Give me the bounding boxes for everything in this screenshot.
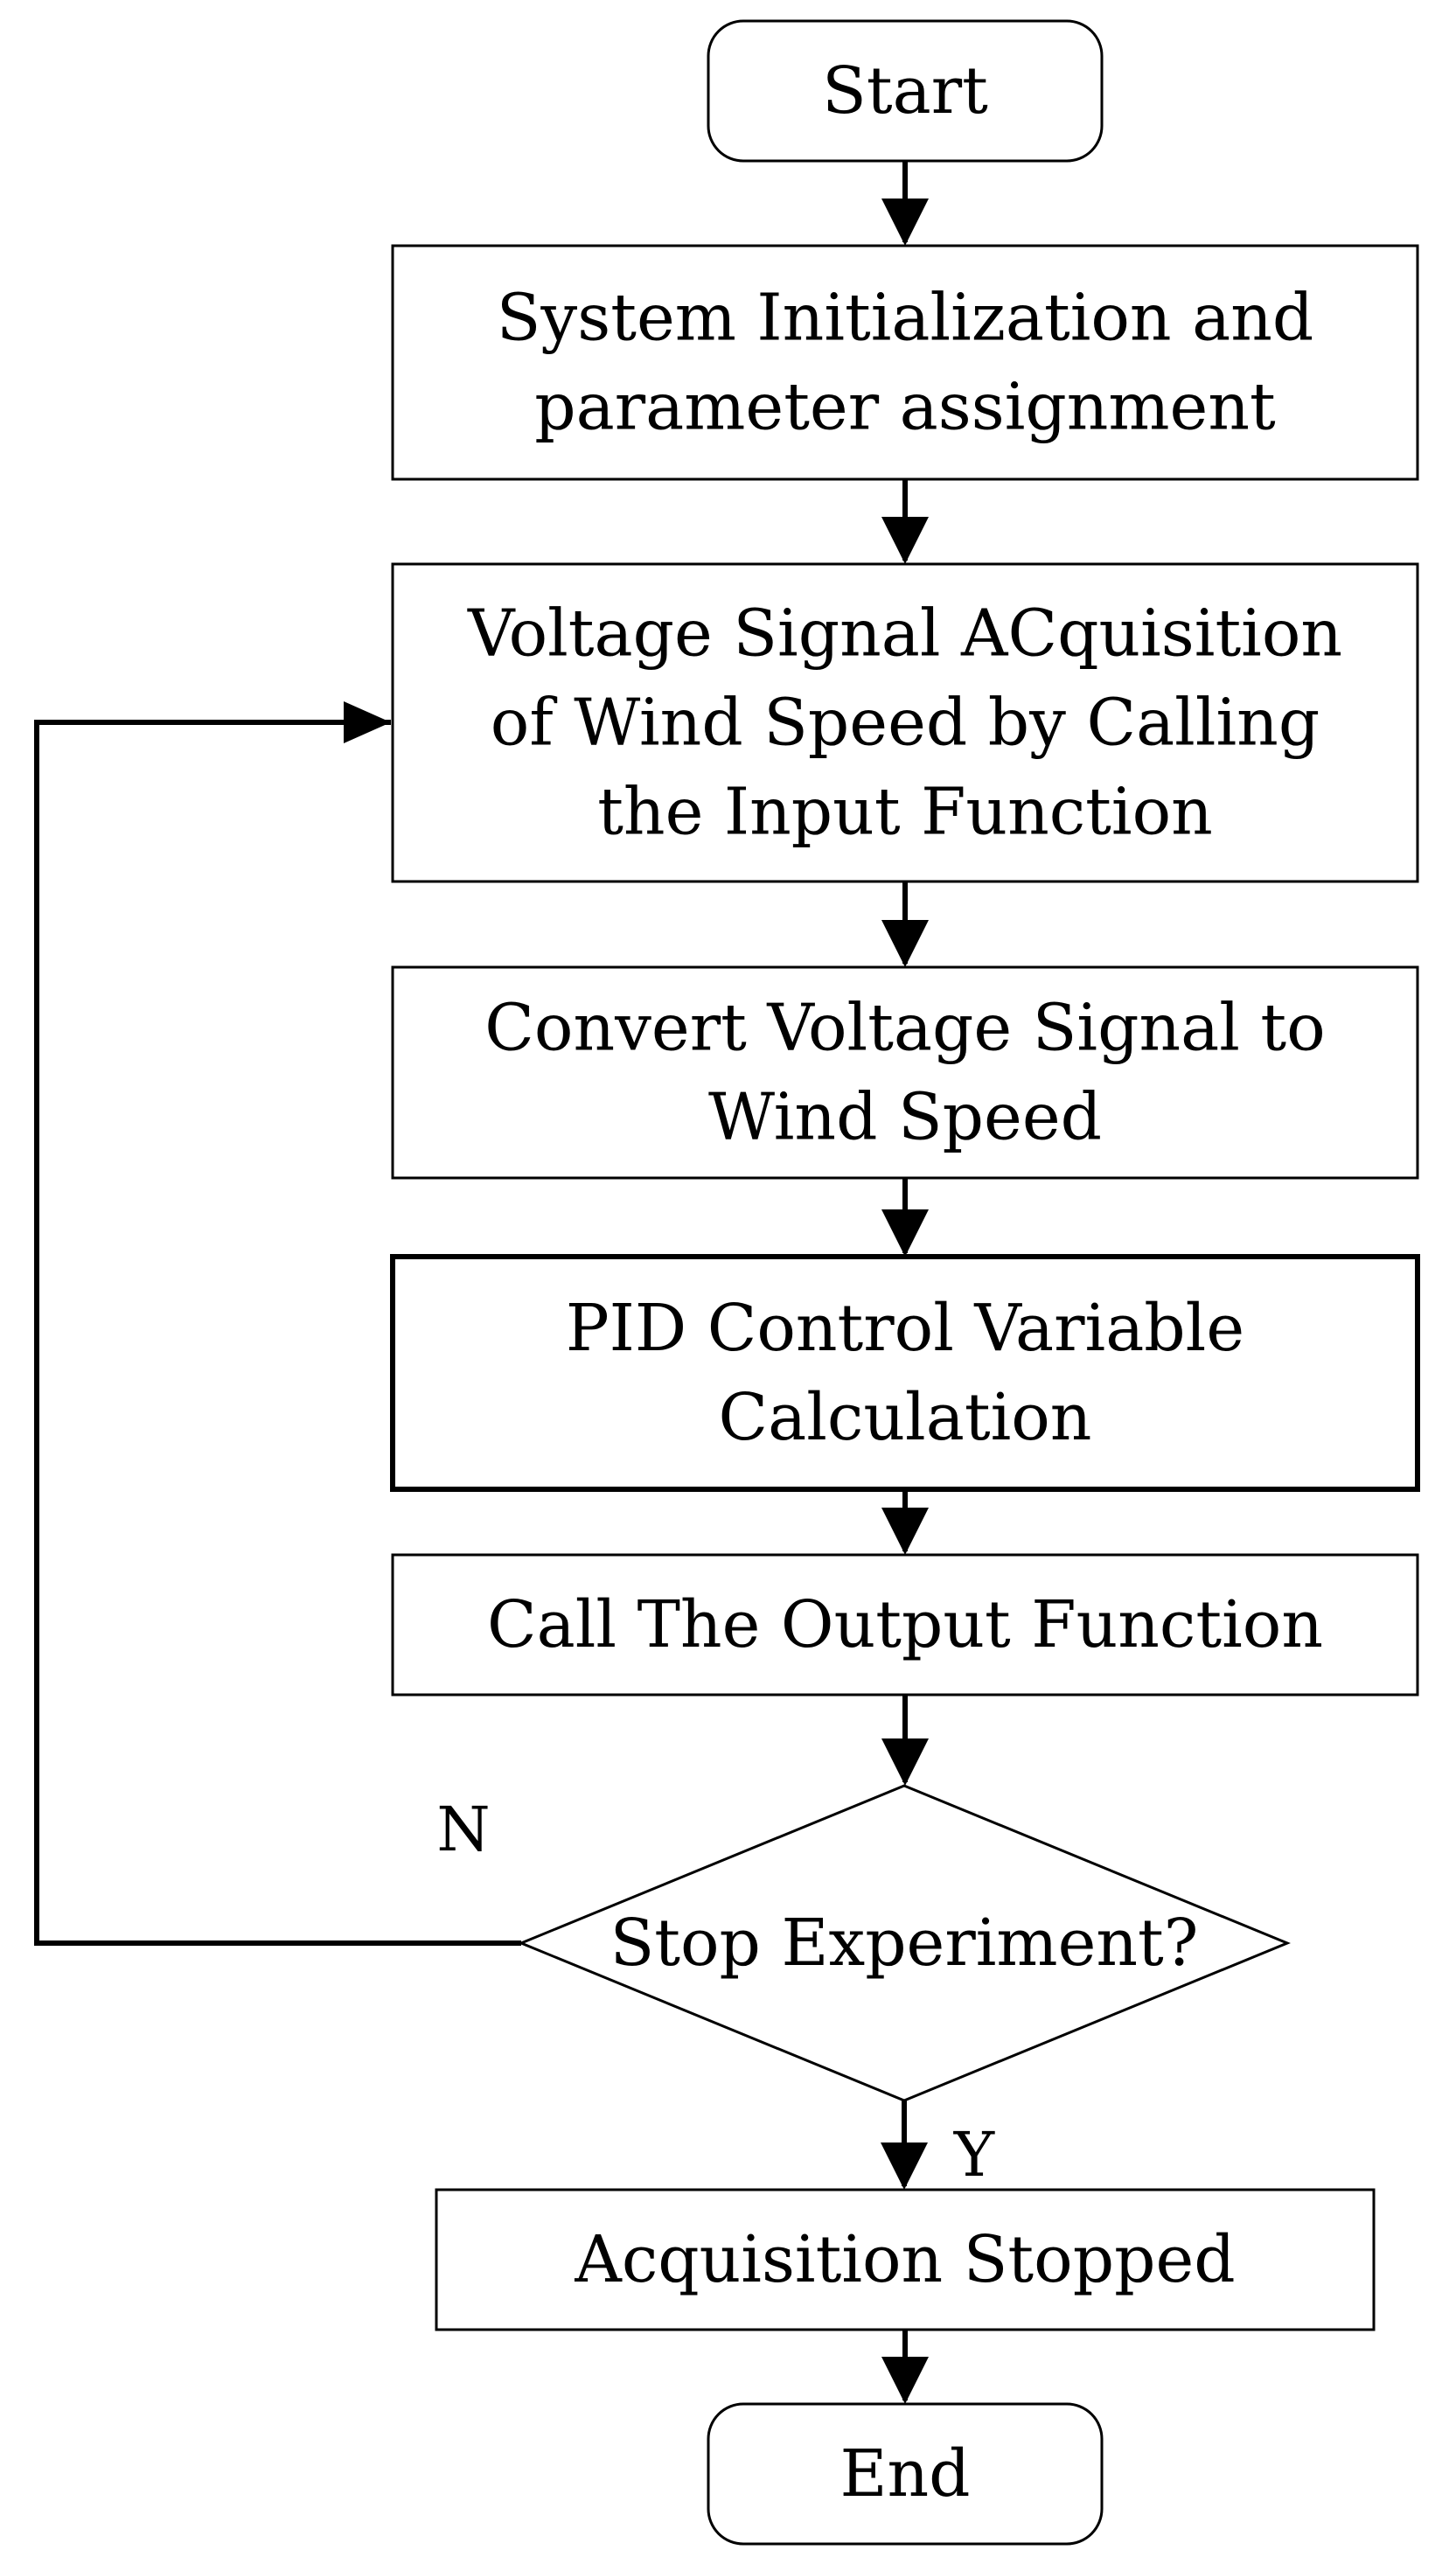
node-label-convert-line-1: Wind Speed — [708, 1080, 1102, 1155]
node-init: System Initialization and parameter assig… — [391, 244, 1419, 481]
decision-diamond — [518, 1784, 1291, 2102]
node-label-pid-line-1: Calculation — [719, 1380, 1092, 1455]
process-box-init — [391, 244, 1419, 481]
node-label-decision-line-0: Stop Experiment? — [610, 1906, 1199, 1981]
decision-label-n: N — [436, 1794, 490, 1865]
edge-start-to-init-arrowhead — [881, 199, 929, 246]
node-label-pid-line-0: PID Control Variable — [566, 1291, 1244, 1366]
terminal-shape-start — [707, 19, 1104, 163]
terminal-shape-end — [707, 2402, 1104, 2546]
edge-pid-to-output-arrowhead — [881, 1508, 929, 1555]
node-label-start-line-0: Start — [822, 53, 988, 129]
node-label-stopped-line-0: Acquisition Stopped — [574, 2222, 1235, 2297]
node-label-end-line-0: End — [839, 2436, 970, 2512]
edge-init-to-acquire-arrowhead — [881, 517, 929, 564]
edge-output-to-decision-arrowhead — [881, 1738, 929, 1786]
decision-label-y: Y — [953, 2119, 995, 2191]
node-end: End — [707, 2402, 1104, 2546]
edge-decision-to-stopped-arrowhead — [881, 2142, 928, 2190]
node-acquire: Voltage Signal ACquisition of Wind Speed … — [391, 562, 1419, 883]
node-label-acquire-line-0: Voltage Signal ACquisition — [467, 596, 1342, 672]
process-box-output — [391, 1553, 1419, 1697]
edge-stopped-to-end-arrowhead — [881, 2357, 929, 2404]
node-label-init-line-1: parameter assignment — [534, 370, 1276, 445]
node-convert: Convert Voltage Signal to Wind Speed — [391, 965, 1419, 1180]
node-label-convert-line-0: Convert Voltage Signal to — [484, 991, 1325, 1066]
node-label-output-line-0: Call The Output Function — [487, 1587, 1323, 1662]
edge-decision-to-acquire-arrowhead — [344, 701, 391, 743]
node-label-acquire-line-1: of Wind Speed by Calling — [491, 686, 1320, 761]
process-box-pid — [390, 1254, 1420, 1492]
node-start: Start — [707, 19, 1104, 163]
node-label-init-line-0: System Initialization and — [497, 281, 1314, 356]
process-box-convert — [391, 965, 1419, 1180]
edge-acquire-to-convert-arrowhead — [881, 920, 929, 967]
edge-convert-to-pid-arrowhead — [881, 1209, 929, 1257]
node-decision: Stop Experiment? — [518, 1784, 1291, 2102]
process-box-acquire — [391, 562, 1419, 883]
node-label-acquire-line-2: the Input Function — [597, 775, 1213, 850]
edges-layer: YN — [34, 161, 995, 2404]
edge-decision-to-acquire-line — [34, 720, 521, 1946]
process-box-stopped — [435, 2188, 1376, 2331]
node-output: Call The Output Function — [391, 1553, 1419, 1697]
node-stopped: Acquisition Stopped — [435, 2188, 1376, 2331]
